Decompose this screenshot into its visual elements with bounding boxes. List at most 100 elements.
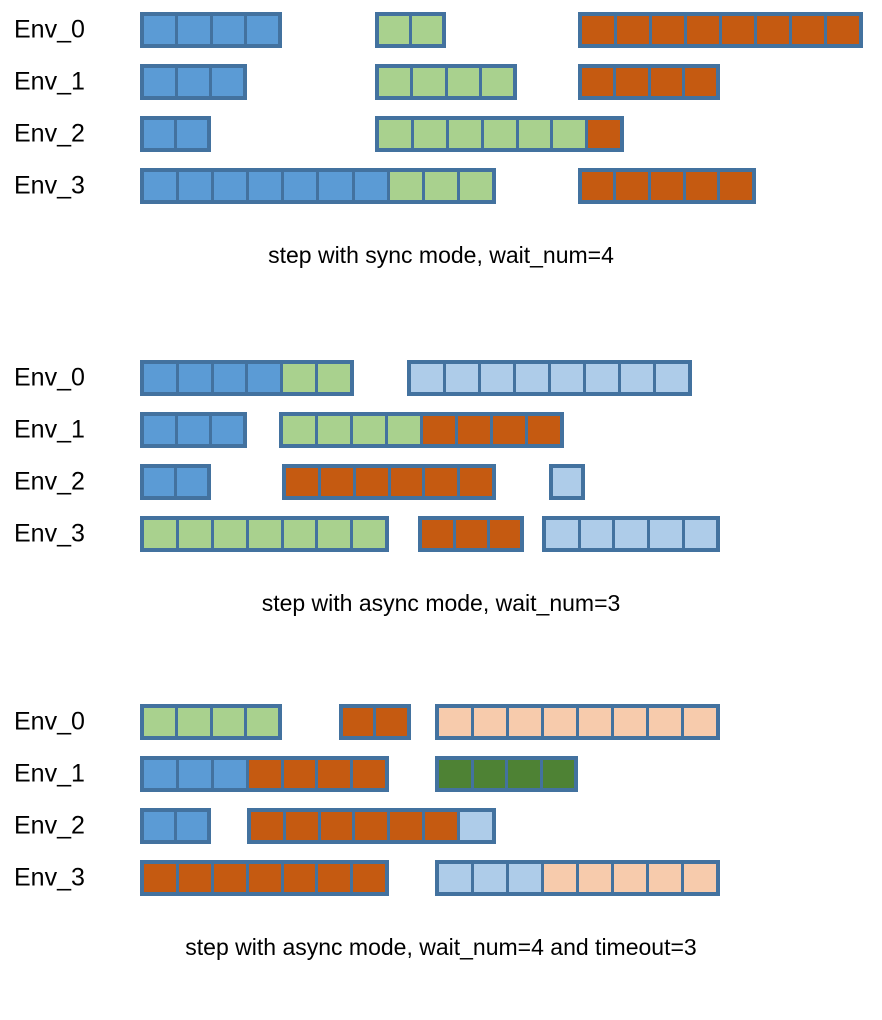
timeline-cell-dark-green <box>508 760 543 788</box>
timeline-track <box>140 804 882 848</box>
timeline-cell-light-blue <box>480 364 516 392</box>
timeline-cell-light-blue <box>460 812 493 840</box>
timeline-cell-green <box>144 520 179 548</box>
timeline-cell-green <box>178 520 214 548</box>
timeline-segment <box>407 360 692 396</box>
timeline-cell-light-blue <box>684 520 717 548</box>
timeline-cell-orange <box>460 468 492 496</box>
chart-caption-3: step with async mode, wait_num=4 and tim… <box>185 934 697 960</box>
timeline-cell-orange <box>321 468 356 496</box>
timeline-cell-orange <box>421 520 456 548</box>
timeline-cell-orange <box>425 812 461 840</box>
timeline-cell-light-blue <box>650 520 685 548</box>
timeline-cell-orange <box>492 416 528 444</box>
timeline-cell-blue <box>177 68 212 96</box>
timeline-cell-blue <box>144 172 180 200</box>
timeline-cell-peach <box>614 708 650 736</box>
timeline-cell-peach <box>579 708 615 736</box>
timeline-track <box>140 356 882 400</box>
timeline-cell-orange <box>286 468 322 496</box>
timeline-cell-blue <box>144 68 178 96</box>
timeline-cell-orange <box>318 864 354 892</box>
timeline-track <box>140 460 882 504</box>
timeline-cell-orange <box>455 520 490 548</box>
timeline-segment <box>140 464 212 500</box>
timeline-cell-green <box>352 416 388 444</box>
timeline-cell-green <box>283 364 318 392</box>
timeline-cell-green <box>447 68 482 96</box>
row-label-env_1: Env_1 <box>14 759 85 788</box>
timeline-cell-green <box>378 120 414 148</box>
row-label-env_2: Env_2 <box>14 119 85 148</box>
timeline-cell-orange <box>376 708 407 736</box>
timeline-segment <box>577 64 721 100</box>
timeline-cell-green <box>317 364 350 392</box>
timeline-cell-orange <box>390 812 426 840</box>
timeline-cell-orange <box>422 416 458 444</box>
timeline-cell-green <box>413 68 448 96</box>
timeline-cell-light-blue <box>439 864 475 892</box>
timeline-cell-green <box>247 708 279 736</box>
timeline-cell-green <box>518 120 554 148</box>
timeline-cell-orange <box>343 708 377 736</box>
timeline-segment <box>577 168 756 204</box>
timeline-segment <box>577 12 863 48</box>
timeline-cell-orange <box>248 760 284 788</box>
timeline-cell-orange <box>213 864 249 892</box>
timeline-cell-orange <box>489 520 521 548</box>
timeline-cell-green <box>282 416 318 444</box>
timeline-row: Env_2 <box>0 460 882 504</box>
row-label-env_0: Env_0 <box>14 363 85 392</box>
timeline-cell-orange <box>684 68 717 96</box>
chart-caption-1: step with sync mode, wait_num=4 <box>268 242 614 268</box>
timeline-cell-orange <box>353 760 386 788</box>
timeline-cell-blue <box>144 468 178 496</box>
timeline-cell-blue <box>211 416 243 444</box>
timeline-segment <box>374 64 518 100</box>
timeline-cell-blue <box>144 760 179 788</box>
timeline-cell-orange <box>285 812 321 840</box>
timeline-cell-blue <box>144 16 179 44</box>
timeline-cell-light-blue <box>655 364 688 392</box>
timeline-cell-green <box>248 520 284 548</box>
timeline-cell-orange <box>756 16 792 44</box>
row-label-env_1: Env_1 <box>14 67 85 96</box>
timeline-cell-orange <box>390 468 426 496</box>
timeline-cell-green <box>424 172 460 200</box>
timeline-cell-blue <box>144 364 179 392</box>
timeline-cell-light-blue <box>580 520 616 548</box>
timeline-segment <box>435 860 721 896</box>
timeline-cell-dark-green <box>473 760 509 788</box>
timeline-cell-blue <box>354 172 390 200</box>
timeline-cell-orange <box>353 864 386 892</box>
timeline-segment <box>246 808 496 844</box>
timeline-segment <box>339 704 411 740</box>
timeline-segment <box>140 168 496 204</box>
timeline-cell-peach <box>579 864 615 892</box>
timeline-segment <box>140 516 390 552</box>
timeline-segment <box>374 12 447 48</box>
timeline-cell-blue <box>284 172 320 200</box>
timeline-cell-orange <box>250 812 286 840</box>
row-label-env_3: Env_3 <box>14 519 85 548</box>
timeline-cell-dark-green <box>439 760 474 788</box>
timeline-cell-peach <box>509 708 545 736</box>
timeline-cell-orange <box>651 172 686 200</box>
timeline-track <box>140 112 882 156</box>
timeline-cell-blue <box>144 416 178 444</box>
timeline-cell-orange <box>527 416 560 444</box>
timeline-row: Env_0 <box>0 700 882 744</box>
timeline-cell-blue <box>177 468 208 496</box>
timeline-cell-blue <box>178 364 214 392</box>
timeline-cell-light-blue <box>411 364 446 392</box>
row-label-env_0: Env_0 <box>14 707 85 736</box>
timeline-cell-blue <box>213 364 249 392</box>
timeline-segment <box>282 464 496 500</box>
timeline-segment <box>140 756 390 792</box>
timeline-cell-green <box>413 120 449 148</box>
timeline-cell-green <box>483 120 519 148</box>
timeline-cell-green <box>389 172 425 200</box>
